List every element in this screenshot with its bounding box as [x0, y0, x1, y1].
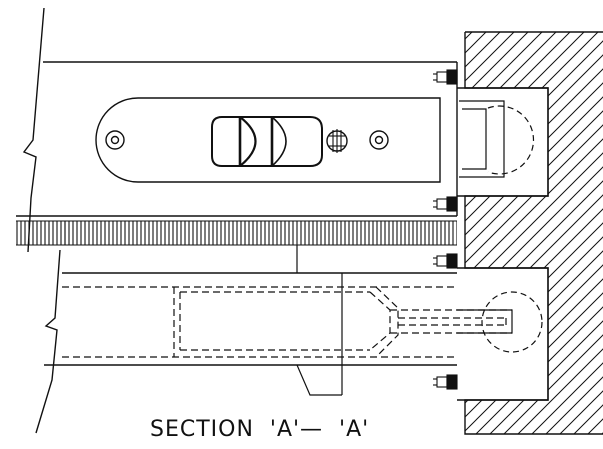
fastener-2: [433, 196, 458, 212]
lower-keeper-circle: [481, 291, 543, 353]
dashed-bolt-housing: [62, 286, 512, 358]
lower-strike-box: [457, 267, 549, 401]
upper-keeper-circle: [487, 105, 535, 175]
frame-hatch-fill: [465, 32, 603, 434]
upper-strike-box: [457, 87, 549, 197]
bolt-assembly: [35, 245, 512, 434]
fastener-1: [433, 69, 458, 85]
break-line-lower: [35, 249, 61, 434]
lock-body: [16, 7, 458, 253]
section-caption: SECTION 'A'— 'A': [150, 417, 370, 442]
hatched-frame: [464, 31, 603, 435]
lower-step-3: [296, 364, 342, 396]
fastener-3: [433, 253, 458, 269]
break-line-upper: [22, 7, 45, 253]
slide-lever: [211, 116, 323, 167]
bolt-plate-outline: [95, 97, 441, 183]
screw-hole-left: [105, 130, 125, 150]
thumb-turn: [326, 129, 348, 153]
screw-hole-right-inner: [374, 135, 384, 145]
screw-hole-right: [369, 130, 389, 150]
fastener-4: [433, 374, 458, 390]
fasteners: [433, 69, 458, 390]
screw-hole-left-inner: [110, 135, 120, 145]
flush-bolt-plate: [95, 97, 441, 183]
threshold-hatch: [16, 221, 457, 245]
